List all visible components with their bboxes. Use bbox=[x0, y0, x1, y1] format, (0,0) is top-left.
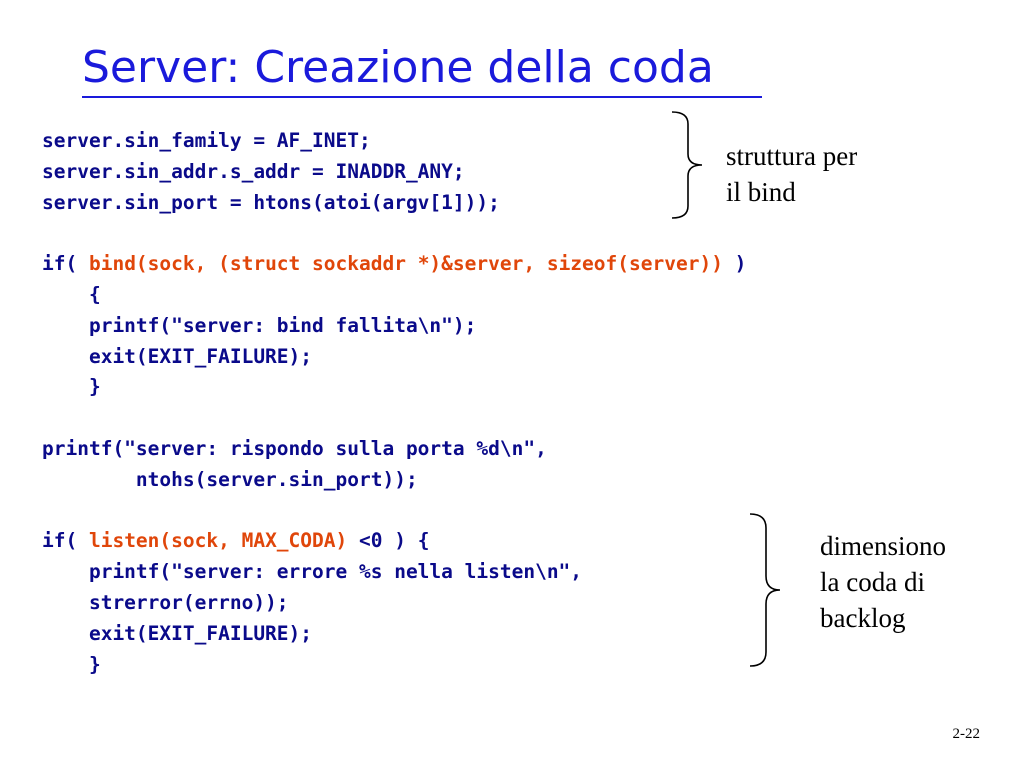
code-line-5: if( bind(sock, (struct sockaddr *)&serve… bbox=[42, 249, 746, 280]
code-segment: server.sin_family = AF_INET; bbox=[42, 129, 371, 152]
code-line-13 bbox=[42, 496, 746, 527]
annotation-line: dimensiono bbox=[820, 531, 946, 561]
code-line-2: server.sin_addr.s_addr = INADDR_ANY; bbox=[42, 157, 746, 188]
right-curly-brace-icon bbox=[749, 513, 781, 667]
code-line-6: { bbox=[42, 280, 746, 311]
annotation-line: la coda di bbox=[820, 567, 925, 597]
code-segment: ntohs(server.sin_port)); bbox=[42, 467, 418, 491]
code-line-9: } bbox=[42, 372, 746, 403]
title-underline bbox=[82, 96, 762, 98]
code-segment: printf("server: errore %s nella listen\n… bbox=[42, 560, 583, 584]
annotation-line: il bind bbox=[726, 177, 796, 207]
code-segment: } bbox=[42, 652, 101, 676]
code-line-15: printf("server: errore %s nella listen\n… bbox=[42, 557, 746, 588]
code-line-4 bbox=[42, 218, 746, 249]
code-block: server.sin_family = AF_INET; server.sin_a… bbox=[42, 126, 746, 680]
code-segment: } bbox=[42, 375, 101, 399]
code-segment: ) bbox=[722, 252, 747, 276]
code-line-14: if( listen(sock, MAX_CODA) <0 ) { bbox=[42, 526, 746, 557]
code-segment: exit(EXIT_FAILURE); bbox=[42, 344, 313, 368]
code-line-17: exit(EXIT_FAILURE); bbox=[42, 619, 746, 650]
annotation-line: struttura per bbox=[726, 141, 858, 171]
code-segment: { bbox=[42, 282, 101, 306]
code-segment: <0 ) { bbox=[347, 529, 430, 553]
code-segment: if( bbox=[42, 529, 89, 553]
annotation-line: backlog bbox=[820, 603, 906, 633]
code-segment: server.sin_addr.s_addr = INADDR_ANY; bbox=[42, 159, 465, 183]
code-line-12: ntohs(server.sin_port)); bbox=[42, 465, 746, 496]
page-number: 2-22 bbox=[952, 726, 981, 742]
slide-title: Server: Creazione della coda bbox=[82, 42, 714, 93]
code-line-8: exit(EXIT_FAILURE); bbox=[42, 342, 746, 373]
annotation-bind-struct: struttura per il bind bbox=[726, 138, 857, 210]
code-segment-highlight: listen(sock, MAX_CODA) bbox=[88, 529, 348, 553]
code-segment: server.sin_port = htons(atoi(argv[1])); bbox=[42, 190, 500, 214]
code-line-10 bbox=[42, 403, 746, 434]
code-segment: strerror(errno)); bbox=[42, 590, 289, 614]
code-line-1: server.sin_family = AF_INET; bbox=[42, 126, 746, 157]
code-line-3: server.sin_port = htons(atoi(argv[1])); bbox=[42, 188, 746, 219]
code-line-11: printf("server: rispondo sulla porta %d\… bbox=[42, 434, 746, 465]
code-segment: if( bbox=[42, 252, 89, 276]
annotation-backlog: dimensiono la coda di backlog bbox=[820, 528, 946, 636]
code-line-18: } bbox=[42, 650, 746, 681]
code-segment-highlight: bind(sock, (struct sockaddr *)&server, s… bbox=[88, 252, 723, 276]
code-segment: printf("server: rispondo sulla porta %d\… bbox=[42, 436, 547, 460]
right-curly-brace-icon bbox=[671, 111, 703, 219]
code-line-16: strerror(errno)); bbox=[42, 588, 746, 619]
code-line-7: printf("server: bind fallita\n"); bbox=[42, 311, 746, 342]
code-segment: exit(EXIT_FAILURE); bbox=[42, 621, 313, 645]
code-segment: printf("server: bind fallita\n"); bbox=[42, 313, 477, 337]
